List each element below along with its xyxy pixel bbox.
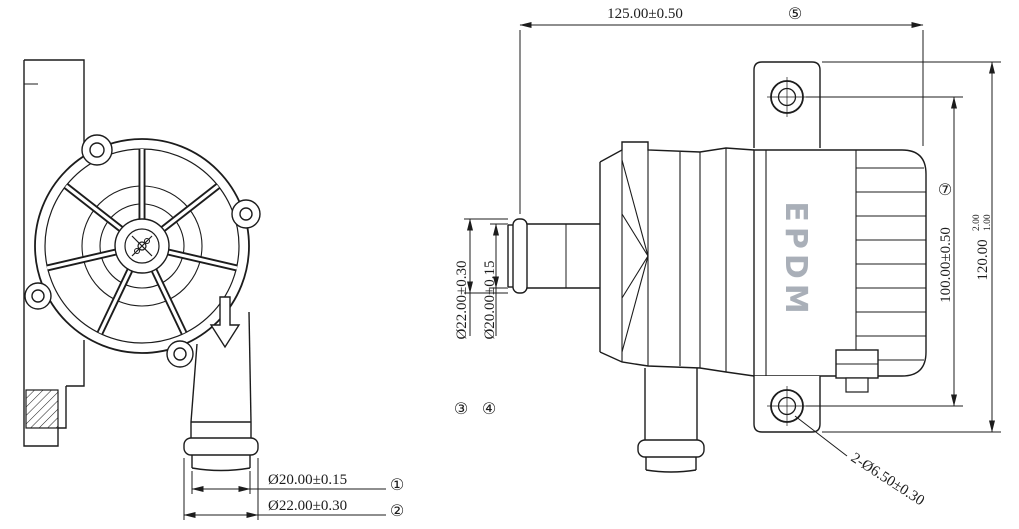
plate-lower-edge [66,340,85,387]
dim-outlet-tube-ref: ① [390,475,404,494]
dim-inlet-tube-text: Ø20.00±0.15 [482,260,498,339]
motor-body [753,149,927,377]
dim-inlet-tube-ref: ④ [482,399,496,418]
dim-overall-length-text: 125.00±0.50 [607,6,683,22]
pump-head [599,141,755,377]
dim-inlet-barb-ref: ③ [454,399,468,418]
inlet-pipe [507,218,600,294]
front-view-dimensions [183,458,386,520]
dim-overall-height-text: 120.00 [975,239,991,280]
dim-outlet-barb-ref: ② [390,501,404,520]
epdm-label: EPDM [778,201,813,318]
flow-arrow-icon [209,296,241,349]
outlet-transition-right [248,311,252,423]
electrical-connector [835,349,879,393]
dim-outlet-barb-text: Ø22.00±0.30 [268,498,347,514]
dim-inlet-barb-text: Ø22.00±0.30 [454,260,470,339]
outlet-pipe-front [183,421,259,472]
outlet-transition-left [190,343,198,423]
dim-overall-height: 120.00 2.00 1.00 [972,214,993,281]
dim-overall-height-tol-upper: 2.00 [972,214,982,231]
impeller-hub [114,218,170,274]
bottom-mounting-ear [753,376,821,433]
knurled-foot [25,389,59,429]
guard-ribs-fill [46,149,238,334]
plate-outline [24,59,85,152]
dim-hole-span-text: 100.00±0.50 [938,227,954,303]
dim-hole-span-ref: ⑦ [938,180,952,199]
mounting-bosses [24,134,261,368]
top-mounting-bracket [753,61,821,148]
outlet-pipe-side [637,368,705,473]
side-view-dimensions [464,22,1001,457]
dim-overall-length-ref: ⑤ [788,4,802,23]
mount-hole-leader [794,415,848,457]
plate-left-edge [23,60,67,447]
dim-mount-holes-text: 2-Ø6.50±0.30 [848,450,927,509]
side-view: EPDM [507,61,927,473]
dim-overall-height-tol-lower: 1.00 [983,214,993,231]
front-view [23,59,261,472]
dim-outlet-tube-text: Ø20.00±0.15 [268,472,347,488]
